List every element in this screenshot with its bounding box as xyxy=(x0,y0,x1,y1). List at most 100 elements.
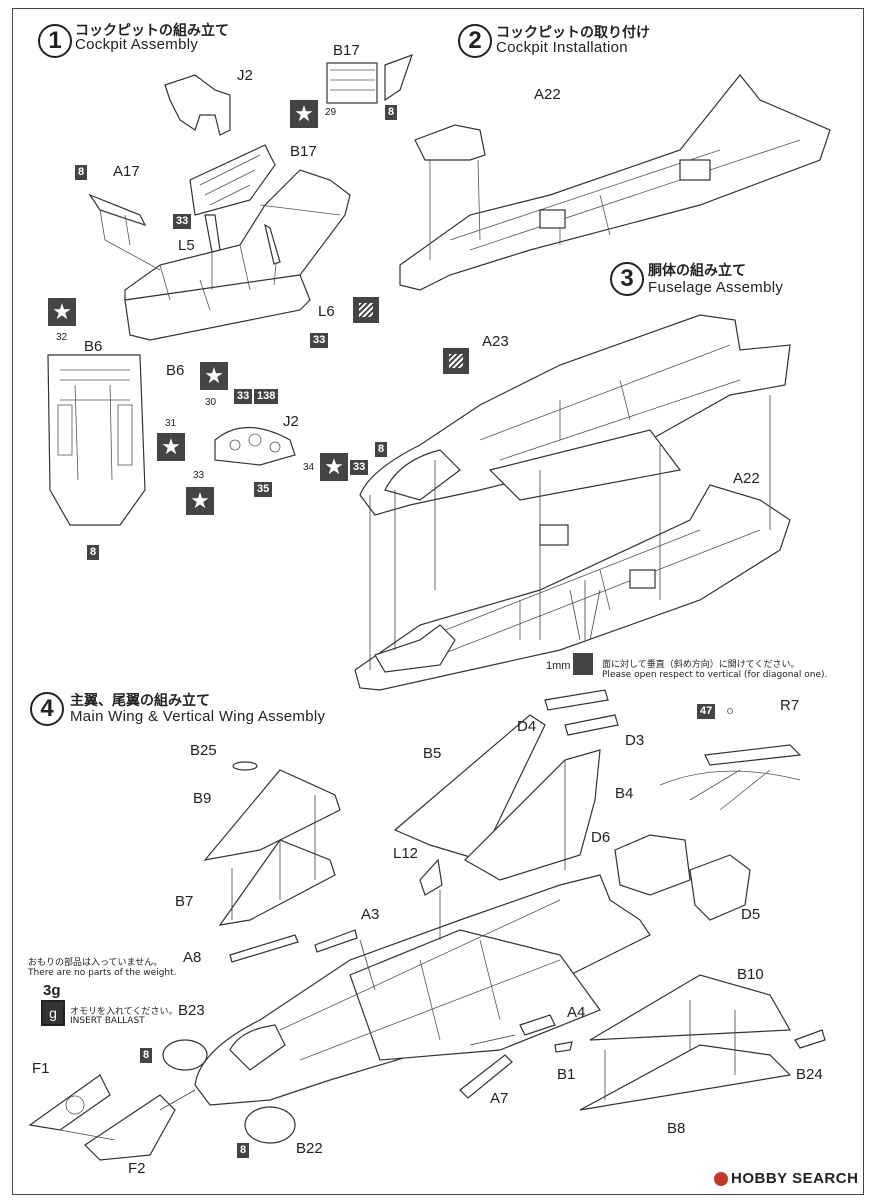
step-2-number: 2 xyxy=(458,24,492,58)
part-label: D5 xyxy=(741,906,761,923)
paint-hatch-icon xyxy=(353,297,379,323)
ballast-icon: g xyxy=(41,1000,65,1026)
part-label: L6 xyxy=(318,303,335,320)
part-label: A4 xyxy=(567,1004,586,1021)
drill-note-en: Please open respect to vertical (for dia… xyxy=(602,670,828,680)
part-label: B25 xyxy=(190,742,217,759)
part-label: B5 xyxy=(423,745,442,762)
ballast-note-jp: オモリを入れてください。 xyxy=(70,1007,178,1017)
paint-hatch-icon xyxy=(443,348,469,374)
part-label: B8 xyxy=(667,1120,686,1137)
b17-decal-sheet xyxy=(326,53,413,104)
step-2-title-en: Cockpit Installation xyxy=(496,39,628,56)
part-label: L5 xyxy=(178,237,195,254)
part-label: D3 xyxy=(625,732,645,749)
decal-number: 30 xyxy=(205,397,217,408)
nose-cone-drawing xyxy=(28,1074,176,1161)
part-label: B23 xyxy=(178,1002,205,1019)
decal-number: 31 xyxy=(165,418,177,429)
step-1-title-jp: コックピットの組み立て xyxy=(75,23,229,39)
b10-stabilizer-drawing xyxy=(579,974,792,1111)
step-1-number: 1 xyxy=(38,24,72,58)
color-callout: 138 xyxy=(254,389,279,404)
drill-icon xyxy=(573,653,593,675)
step3-guide-lines xyxy=(369,395,771,670)
color-callout: 8 xyxy=(385,105,398,120)
decal-star-icon: ★ xyxy=(48,298,76,326)
decal-number: 34 xyxy=(303,462,315,473)
color-callout: 8 xyxy=(237,1143,250,1158)
b17-panel-drawing xyxy=(189,144,276,216)
decal-number: 29 xyxy=(325,107,337,118)
b6-panel-drawing xyxy=(47,354,146,526)
step-3-number: 3 xyxy=(610,262,644,296)
drill-note-jp: 面に対して垂直（斜め方向）に開けてください。 xyxy=(602,660,800,670)
color-callout: 47 xyxy=(697,704,716,719)
fuselage-a23-top xyxy=(359,314,791,516)
weight-note-jp: おもりの部品は入っていません。 xyxy=(28,958,163,968)
color-callout: 33 xyxy=(173,214,192,229)
step4-guide-lines xyxy=(59,760,736,1141)
color-callout: 8 xyxy=(140,1048,153,1063)
part-label: B10 xyxy=(737,966,764,983)
part-label: B7 xyxy=(175,893,194,910)
color-callout: 35 xyxy=(254,482,273,497)
color-callout: 8 xyxy=(75,165,88,180)
vertical-tail-drawing xyxy=(393,714,601,881)
part-label: A7 xyxy=(490,1090,509,1107)
part-label: B1 xyxy=(557,1066,576,1083)
r7-detail-drawing xyxy=(659,708,802,811)
part-label: D6 xyxy=(591,829,611,846)
part-label: J2 xyxy=(283,413,299,430)
part-label: A22 xyxy=(733,470,760,487)
part-label: B22 xyxy=(296,1140,323,1157)
decal-star-icon: ★ xyxy=(186,487,214,515)
part-label: B24 xyxy=(796,1066,823,1083)
engine-parts-drawing xyxy=(162,834,751,1144)
hobby-search-logo-icon xyxy=(714,1172,728,1186)
a17-part-drawing xyxy=(88,193,161,271)
cockpit-installed-drawing xyxy=(414,124,486,260)
color-callout: 33 xyxy=(310,333,329,348)
part-label: F1 xyxy=(32,1060,50,1077)
part-label: D4 xyxy=(517,718,537,735)
part-label: R7 xyxy=(780,697,800,714)
step-3-title-en: Fuselage Assembly xyxy=(648,279,784,296)
part-label: B9 xyxy=(193,790,212,807)
part-label: F2 xyxy=(128,1160,146,1177)
watermark: HOBBY SEARCH xyxy=(731,1170,859,1187)
step-4-number: 4 xyxy=(30,692,64,726)
step-4-title-jp: 主翼、尾翼の組み立て xyxy=(70,693,210,709)
ballast-weight: 3g xyxy=(43,982,61,999)
part-label: J2 xyxy=(237,67,253,84)
fuselage-a22-bottom xyxy=(354,484,791,691)
step-1-title-en: Cockpit Assembly xyxy=(75,36,199,53)
part-label: L12 xyxy=(393,845,419,862)
drill-size: 1mm xyxy=(546,660,571,672)
decal-star-icon: ★ xyxy=(157,433,185,461)
j2-panel-drawing xyxy=(214,426,296,466)
part-label: B6 xyxy=(84,338,103,355)
fuselage-half-a22-top xyxy=(399,74,831,291)
part-label: B17 xyxy=(333,42,360,59)
small-parts-drawing xyxy=(229,689,826,1099)
weight-note-en: There are no parts of the weight. xyxy=(28,968,177,978)
j2-seat-drawing xyxy=(164,74,231,136)
color-callout: 8 xyxy=(87,545,100,560)
ballast-note-en: INSERT BALLAST xyxy=(70,1016,145,1026)
color-callout: 33 xyxy=(234,389,253,404)
decal-star-icon: ★ xyxy=(290,100,318,128)
color-callout: 33 xyxy=(350,460,369,475)
decal-star-icon: ★ xyxy=(200,362,228,390)
cockpit-tub-drawing xyxy=(124,169,351,341)
part-label: A23 xyxy=(482,333,509,350)
step-2-title-jp: コックピットの取り付け xyxy=(496,25,650,41)
part-label: B17 xyxy=(290,143,317,160)
step-3-title-jp: 胴体の組み立て xyxy=(648,263,746,279)
part-label: A8 xyxy=(183,949,202,966)
decal-number: 32 xyxy=(56,332,68,343)
part-label: A3 xyxy=(361,906,380,923)
part-label: A22 xyxy=(534,86,561,103)
decal-star-icon: ★ xyxy=(320,453,348,481)
